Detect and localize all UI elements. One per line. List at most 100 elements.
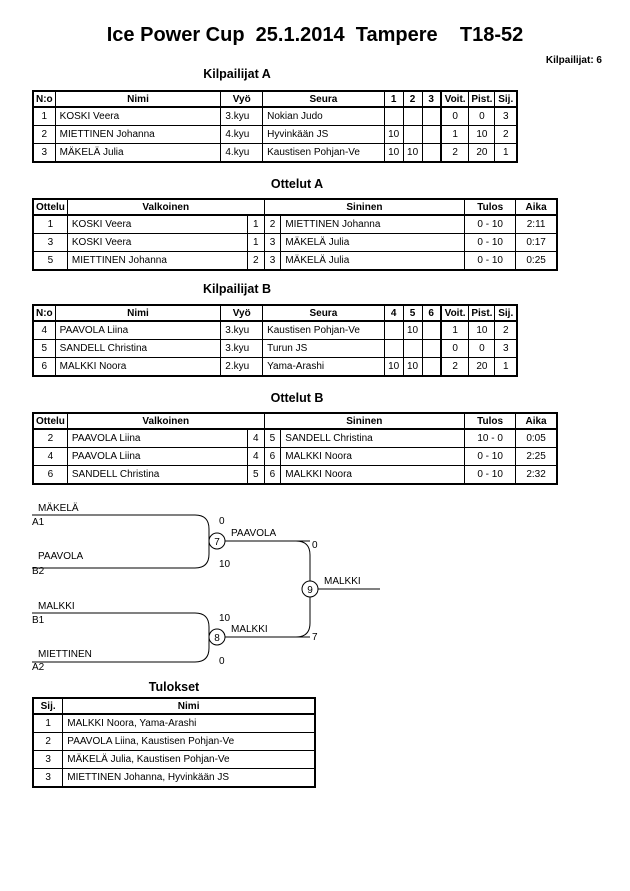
col-points: Pist. — [468, 90, 496, 108]
result-rank: 1 — [32, 713, 64, 733]
result-rank: 2 — [32, 732, 64, 751]
result-name: PAAVOLA Liina, Kaustisen Pohjan-Ve — [62, 732, 317, 751]
table-row: 2 PAAVOLA Liina 4 5 SANDELL Christina 10… — [31, 428, 559, 448]
points: 20 — [468, 143, 496, 163]
col-rank: Sij. — [494, 90, 519, 108]
col-vs-1: 1 — [383, 90, 404, 108]
col-club: Seura — [262, 304, 385, 322]
matches-b-header: Ottelu Valkoinen Sininen Tulos Aika — [31, 412, 559, 430]
match-8-number: 8 — [214, 633, 220, 644]
semi-1-top-score: 0 — [219, 516, 225, 527]
result-rank: 3 — [32, 768, 64, 788]
matches-a-table: Ottelu Valkoinen Sininen Tulos Aika 1 KO… — [31, 198, 559, 271]
match-number: 5 — [31, 251, 68, 271]
col-rank: Sij. — [494, 304, 519, 322]
table-row: 1 KOSKI Veera 3.kyu Nokian Judo 0 0 3 — [31, 106, 519, 126]
semi-1-bottom-seed: B2 — [32, 566, 45, 577]
bracket-lines — [32, 514, 380, 663]
score-vs-2: 10 — [402, 143, 423, 163]
rank: 3 — [494, 339, 519, 358]
table-row: 4 PAAVOLA Liina 4 6 MALKKI Noora 0 - 10 … — [31, 447, 559, 466]
results-rows: 1 MALKKI Noora, Yama-Arashi 2 PAAVOLA Li… — [32, 713, 317, 788]
match-time: 2:32 — [515, 465, 559, 485]
col-white: Valkoinen — [66, 412, 265, 430]
competitor-number: 3 — [31, 143, 56, 163]
score-vs-5: 10 — [402, 357, 423, 377]
match-7-circle — [208, 532, 226, 550]
semi-1-bottom-name: PAAVOLA — [38, 551, 84, 562]
col-wins: Voit. — [439, 90, 470, 108]
col-name: Nimi — [54, 90, 222, 108]
competitor-name: MÄKELÄ Julia — [54, 143, 222, 163]
table-row: 3 MÄKELÄ Julia, Kaustisen Pohjan-Ve — [32, 750, 317, 769]
semi-2-top-seed: B1 — [32, 615, 45, 626]
col-vs-2: 2 — [402, 90, 423, 108]
competitor-belt: 3.kyu — [220, 339, 264, 358]
col-vs-5: 5 — [402, 304, 423, 322]
col-belt: Vyö — [220, 90, 264, 108]
match-time: 0:25 — [515, 251, 559, 271]
semi-2-top-name: MALKKI — [38, 601, 75, 612]
table-row: 3 MIETTINEN Johanna, Hyvinkään JS — [32, 768, 317, 788]
semi-2-winner: MALKKI — [231, 624, 268, 635]
pool-b-header: N:o Nimi Vyö Seura 4 5 6 Voit. Pist. Sij… — [31, 304, 519, 322]
semi-1-winner-score: 0 — [312, 540, 318, 551]
bracket-labels: MÄKELÄ A1 0 PAAVOLA B2 10 7 PAAVOLA 0 MA… — [32, 502, 361, 673]
rank: 1 — [494, 357, 519, 377]
match-number: 6 — [31, 465, 68, 485]
col-match: Ottelu — [31, 198, 68, 216]
semi-2-top-score: 10 — [219, 613, 231, 624]
blue-name: MÄKELÄ Julia — [280, 233, 466, 252]
pool-b-rows: 4 PAAVOLA Liina 3.kyu Kaustisen Pohjan-V… — [31, 320, 519, 377]
semi-2-bottom-seed: A2 — [32, 662, 45, 673]
competitor-count: Kilpailijat: 6 — [545, 55, 602, 66]
competitor-number: 1 — [31, 106, 56, 126]
col-white: Valkoinen — [66, 198, 265, 216]
match-number: 3 — [31, 233, 68, 252]
col-name: Nimi — [62, 697, 317, 715]
table-row: 3 MÄKELÄ Julia 4.kyu Kaustisen Pohjan-Ve… — [31, 143, 519, 163]
col-rank: Sij. — [32, 697, 64, 715]
results-table: Sij. Nimi 1 MALKKI Noora, Yama-Arashi 2 … — [32, 697, 317, 788]
table-row: 1 KOSKI Veera 1 2 MIETTINEN Johanna 0 - … — [31, 214, 559, 234]
col-points: Pist. — [468, 304, 496, 322]
competitor-name: SANDELL Christina — [54, 339, 222, 358]
points: 10 — [468, 125, 496, 144]
col-match: Ottelu — [31, 412, 68, 430]
col-number: N:o — [31, 90, 56, 108]
score-vs-5 — [402, 339, 423, 358]
col-blue: Sininen — [263, 198, 466, 216]
result-name: MÄKELÄ Julia, Kaustisen Pohjan-Ve — [62, 750, 317, 769]
result-name: MIETTINEN Johanna, Hyvinkään JS — [62, 768, 317, 788]
final-winner: MALKKI — [324, 576, 361, 587]
competitor-club: Kaustisen Pohjan-Ve — [262, 143, 385, 163]
wins: 1 — [439, 125, 470, 144]
score-vs-2 — [402, 125, 423, 144]
match-number: 4 — [31, 447, 68, 466]
pool-b-title: Kilpailijat B — [202, 282, 272, 296]
page-title: Ice Power Cup 25.1.2014 Tampere T18-52 — [106, 24, 524, 46]
match-9-number: 9 — [307, 585, 313, 596]
pool-a-rows: 1 KOSKI Veera 3.kyu Nokian Judo 0 0 3 2 … — [31, 106, 519, 163]
matches-b-rows: 2 PAAVOLA Liina 4 5 SANDELL Christina 10… — [31, 428, 559, 485]
col-club: Seura — [262, 90, 385, 108]
col-result: Tulos — [464, 198, 517, 216]
white-name: SANDELL Christina — [66, 465, 248, 485]
semi-1-bottom-score: 10 — [219, 559, 231, 570]
white-name: PAAVOLA Liina — [66, 447, 248, 466]
score-vs-1: 10 — [383, 125, 404, 144]
table-row: 1 MALKKI Noora, Yama-Arashi — [32, 713, 317, 733]
pool-a-table: N:o Nimi Vyö Seura 1 2 3 Voit. Pist. Sij… — [31, 90, 519, 163]
competitor-number: 6 — [31, 357, 56, 377]
semi-1-winner: PAAVOLA — [231, 528, 277, 539]
semi-1-top-seed: A1 — [32, 517, 45, 528]
table-row: 6 SANDELL Christina 5 6 MALKKI Noora 0 -… — [31, 465, 559, 485]
competitor-name: MALKKI Noora — [54, 357, 222, 377]
result-name: MALKKI Noora, Yama-Arashi — [62, 713, 317, 733]
match-9-circle — [301, 580, 319, 598]
competitor-number: 2 — [31, 125, 56, 144]
results-title: Tulokset — [148, 680, 200, 694]
col-result: Tulos — [464, 412, 517, 430]
match-7-number: 7 — [214, 537, 220, 548]
